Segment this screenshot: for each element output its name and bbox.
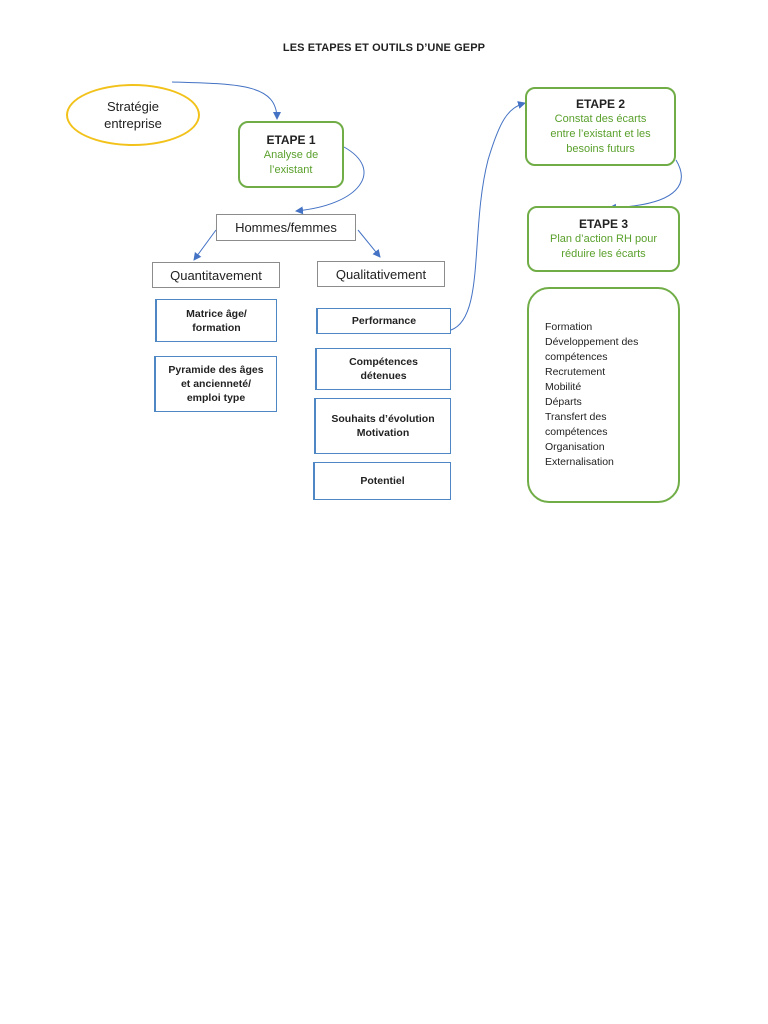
quantitativement-box: Quantitavement	[152, 262, 280, 288]
actions-box: Formation Développement des compétences …	[527, 287, 680, 503]
quanti-item-pyramide: Pyramide des âges et ancienneté/ emploi …	[154, 356, 277, 412]
arrow-etape2-to-etape3	[608, 159, 682, 212]
etape1-subtitle: Analyse de l’existant	[263, 148, 319, 176]
action-item: Formation	[545, 321, 593, 333]
etape1-box: ETAPE 1 Analyse de l’existant	[238, 121, 344, 188]
etape2-subtitle: Constat des écarts entre l’existant et l…	[550, 113, 651, 155]
hommes-femmes-label: Hommes/femmes	[235, 220, 337, 235]
etape3-box: ETAPE 3 Plan d’action RH pour réduire le…	[527, 206, 680, 272]
hommes-femmes-box: Hommes/femmes	[216, 214, 356, 241]
quali-item-souhaits: Souhaits d’évolution Motivation	[314, 398, 451, 454]
etape2-title: ETAPE 2	[575, 97, 626, 111]
actions-list: Formation Développement des compétences …	[545, 320, 675, 470]
quanti-item-label: Pyramide des âges et ancienneté/ emploi …	[168, 364, 264, 404]
action-item: Recrutement	[545, 366, 606, 378]
action-item: Départs	[545, 396, 582, 408]
arrow-strategie-to-etape1	[171, 81, 281, 120]
qualitativement-box: Qualitativement	[317, 261, 445, 287]
arrow-performance-to-etape2	[450, 101, 526, 331]
quantitativement-label: Quantitavement	[170, 267, 262, 283]
qualitativement-label: Qualitativement	[335, 266, 427, 282]
action-item: Transfert des compétences	[545, 411, 608, 438]
action-item: Développement des compétences	[545, 336, 639, 363]
arrow-hommes-to-quanti	[193, 229, 217, 261]
quali-item-competences: Compétences détenues	[315, 348, 451, 390]
quali-item-label: Potentiel	[360, 475, 405, 487]
action-item: Externalisation	[545, 456, 614, 468]
quali-item-performance: Performance	[316, 308, 451, 334]
quali-item-label: Compétences détenues	[349, 356, 418, 382]
etape3-title: ETAPE 3	[578, 217, 629, 231]
arrow-etape1-to-hommes	[295, 146, 365, 215]
arrow-hommes-to-quali	[357, 229, 381, 258]
strategie-ellipse: Stratégie entreprise	[66, 84, 200, 146]
quali-item-label: Souhaits d’évolution Motivation	[331, 413, 435, 439]
quali-item-potentiel: Potentiel	[313, 462, 451, 500]
etape3-subtitle: Plan d’action RH pour réduire les écarts	[549, 233, 657, 260]
action-item: Mobilité	[545, 381, 582, 393]
quanti-item-matrice: Matrice âge/ formation	[155, 299, 277, 342]
diagram-title: LES ETAPES ET OUTILS D’UNE GEPP	[282, 42, 486, 54]
etape1-title: ETAPE 1	[266, 132, 316, 147]
strategie-label: Stratégie entreprise	[104, 99, 162, 131]
etape2-box: ETAPE 2 Constat des écarts entre l’exist…	[525, 87, 676, 166]
action-item: Organisation	[545, 441, 605, 453]
quanti-item-label: Matrice âge/ formation	[186, 307, 247, 334]
quali-item-label: Performance	[351, 315, 417, 327]
